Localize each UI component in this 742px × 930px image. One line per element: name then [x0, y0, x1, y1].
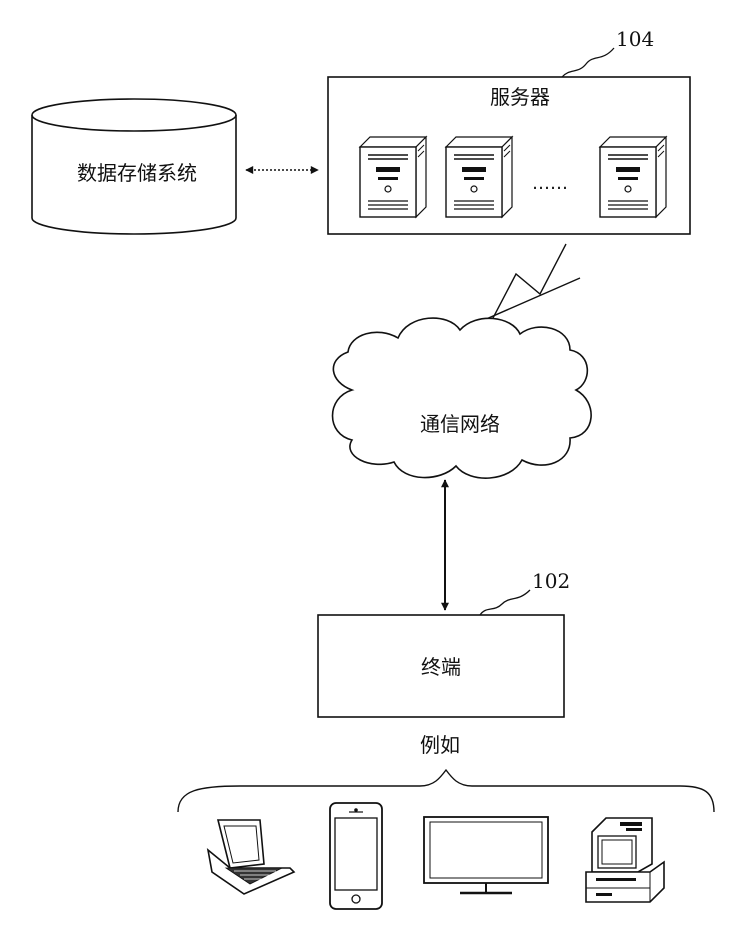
examples-brace — [178, 770, 714, 812]
network-cloud — [333, 318, 592, 478]
server-icon — [446, 137, 512, 217]
data-storage-label: 数据存储系统 — [77, 161, 197, 185]
server-ref-number: 104 — [616, 27, 654, 51]
terminal-label: 终端 — [421, 655, 461, 679]
smartphone-icon — [330, 803, 382, 909]
laptop-icon — [208, 820, 294, 894]
server-ref-leader — [562, 48, 614, 77]
server-ellipsis: …… — [532, 173, 568, 194]
server-icon — [360, 137, 426, 217]
monitor-icon — [424, 817, 548, 893]
examples-label: 例如 — [420, 733, 460, 757]
network-label: 通信网络 — [420, 412, 500, 436]
server-label: 服务器 — [490, 85, 550, 109]
server-icon — [600, 137, 666, 217]
terminal-ref-leader — [480, 590, 530, 615]
terminal-ref-number: 102 — [532, 569, 570, 593]
desktop-computer-icon — [586, 818, 664, 902]
